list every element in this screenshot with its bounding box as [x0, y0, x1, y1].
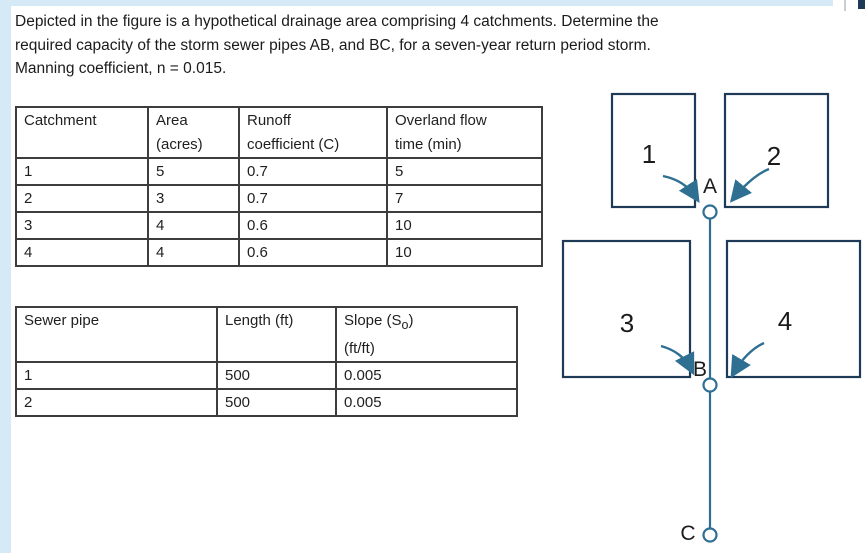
- col-header-area: Area (acres): [147, 106, 240, 159]
- col-header-catchment: Catchment: [15, 106, 149, 159]
- cell-flow-time: 7: [386, 184, 543, 213]
- cell-pipe: 1: [15, 361, 218, 390]
- cell-catchment: 4: [15, 238, 149, 267]
- flow-arrow-catchment1: [662, 174, 700, 204]
- cell-catchment: 2: [15, 184, 149, 213]
- table-row: 3 4 0.6 10: [15, 211, 543, 240]
- slope-label-post: ): [408, 312, 414, 329]
- problem-line-2: required capacity of the storm sewer pip…: [15, 36, 651, 54]
- cell-area: 3: [147, 184, 240, 213]
- catchment-3-label: 3: [620, 308, 634, 338]
- catchment-table-header-row: Catchment Area (acres) Runoff coefficien…: [15, 106, 543, 159]
- node-c-label: C: [680, 522, 695, 545]
- table-row: 4 4 0.6 10: [15, 238, 543, 267]
- node-a-manhole: [702, 204, 718, 220]
- page-frame-top: [0, 0, 833, 6]
- cell-area: 5: [147, 157, 240, 186]
- cell-slope: 0.005: [335, 361, 518, 390]
- col-header-sewer-pipe: Sewer pipe: [15, 306, 218, 363]
- cell-area: 4: [147, 238, 240, 267]
- table-row: 2 3 0.7 7: [15, 184, 543, 213]
- catchment-4-label: 4: [778, 306, 792, 336]
- cell-catchment: 3: [15, 211, 149, 240]
- cell-length: 500: [216, 388, 337, 417]
- node-b-label: B: [693, 358, 707, 381]
- table-row: 1 500 0.005: [15, 361, 518, 390]
- cell-slope: 0.005: [335, 388, 518, 417]
- scrollbar-tick: [844, 0, 846, 11]
- table-row: 2 500 0.005: [15, 388, 518, 417]
- cell-flow-time: 5: [386, 157, 543, 186]
- cell-length: 500: [216, 361, 337, 390]
- node-a-label: A: [703, 175, 717, 198]
- col-header-slope: Slope (So) (ft/ft): [335, 306, 518, 363]
- col-header-runoff-coefficient: Runoff coefficient (C): [238, 106, 388, 159]
- catchment-table: Catchment Area (acres) Runoff coefficien…: [15, 106, 543, 267]
- slope-label-units: (ft/ft): [344, 340, 375, 357]
- catchment-2-label: 2: [767, 141, 781, 171]
- corner-decoration: [858, 0, 865, 9]
- node-c-manhole: [702, 527, 718, 543]
- cell-pipe: 2: [15, 388, 218, 417]
- cell-flow-time: 10: [386, 238, 543, 267]
- col-header-overland-flow-time: Overland flow time (min): [386, 106, 543, 159]
- cell-runoff: 0.6: [238, 238, 388, 267]
- cell-runoff: 0.7: [238, 184, 388, 213]
- catchment-3-box: [561, 239, 692, 379]
- slope-label-subscript: o: [401, 318, 409, 332]
- slope-label-pre: Slope (S: [344, 312, 402, 329]
- flow-arrow-catchment4: [730, 341, 765, 379]
- sewer-pipe-table: Sewer pipe Length (ft) Slope (So) (ft/ft)…: [15, 306, 518, 417]
- flow-arrow-catchment3: [660, 344, 695, 376]
- col-header-length: Length (ft): [216, 306, 337, 363]
- problem-statement: Depicted in the figure is a hypothetical…: [15, 10, 851, 81]
- cell-runoff: 0.6: [238, 211, 388, 240]
- page-frame-left: [0, 0, 11, 553]
- flow-arrow-catchment2: [729, 167, 770, 203]
- cell-catchment: 1: [15, 157, 149, 186]
- table-row: 1 5 0.7 5: [15, 157, 543, 186]
- cell-flow-time: 10: [386, 211, 543, 240]
- problem-line-1: Depicted in the figure is a hypothetical…: [15, 13, 659, 30]
- sewer-table-header-row: Sewer pipe Length (ft) Slope (So) (ft/ft): [15, 306, 518, 363]
- cell-area: 4: [147, 211, 240, 240]
- catchment-4-box: [725, 239, 862, 379]
- node-b-manhole: [702, 377, 718, 393]
- drainage-network-diagram: 1 2 3 4 A B C: [561, 92, 862, 545]
- cell-runoff: 0.7: [238, 157, 388, 186]
- catchment-1-label: 1: [642, 139, 656, 169]
- problem-line-3: Manning coefficient, n = 0.015.: [15, 60, 227, 77]
